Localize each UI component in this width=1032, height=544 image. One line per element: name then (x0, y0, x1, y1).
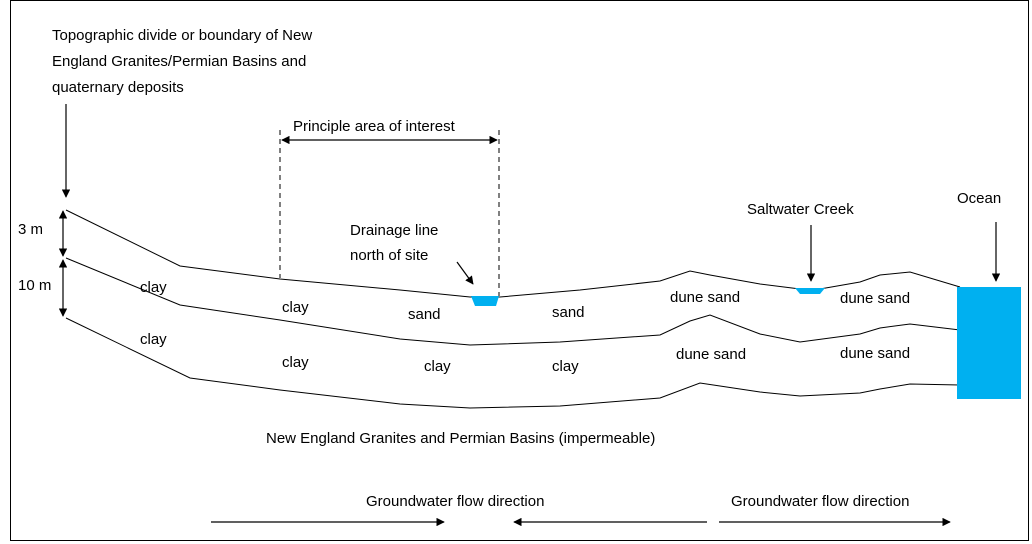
drainage-label-line1: Drainage line (350, 222, 438, 239)
upper-dune-sand-1: dune sand (670, 289, 740, 306)
upper-dune-sand-2: dune sand (840, 290, 910, 307)
saltwater-creek-water (795, 288, 825, 294)
divide-label-line1: Topographic divide or boundary of New (52, 27, 312, 44)
divide-label-line2: England Granites/Permian Basins and (52, 53, 306, 70)
upper-clay-2: clay (282, 299, 309, 316)
lower-dune-sand-1: dune sand (676, 346, 746, 363)
upper-sand-2: sand (552, 304, 585, 321)
basement-label: New England Granites and Permian Basins … (266, 430, 655, 447)
lower-clay-2: clay (282, 354, 309, 371)
upper-sand-1: sand (408, 306, 441, 323)
ground-surface-line (65, 209, 961, 298)
depth-10m-label: 10 m (18, 277, 51, 294)
flow-label-left: Groundwater flow direction (366, 493, 544, 510)
drainage-pointer (456, 261, 474, 285)
lower-clay-3: clay (424, 358, 451, 375)
upper-clay-1: clay (140, 279, 167, 296)
ocean-label: Ocean (957, 190, 1001, 207)
drainage-label-line2: north of site (350, 247, 428, 264)
saltwater-creek-label: Saltwater Creek (747, 201, 854, 218)
principle-area-label: Principle area of interest (293, 118, 456, 135)
layer-boundary-line (65, 257, 961, 346)
ocean-block (957, 287, 1021, 399)
basement-boundary-line (65, 317, 961, 409)
lower-clay-1: clay (140, 331, 167, 348)
diagram-frame (10, 0, 1029, 541)
drainage-water (471, 296, 499, 306)
depth-3m-label: 3 m (18, 221, 43, 238)
lower-dune-sand-2: dune sand (840, 345, 910, 362)
divide-label-line3: quaternary deposits (52, 79, 184, 96)
flow-label-right: Groundwater flow direction (731, 493, 909, 510)
lower-clay-4: clay (552, 358, 579, 375)
